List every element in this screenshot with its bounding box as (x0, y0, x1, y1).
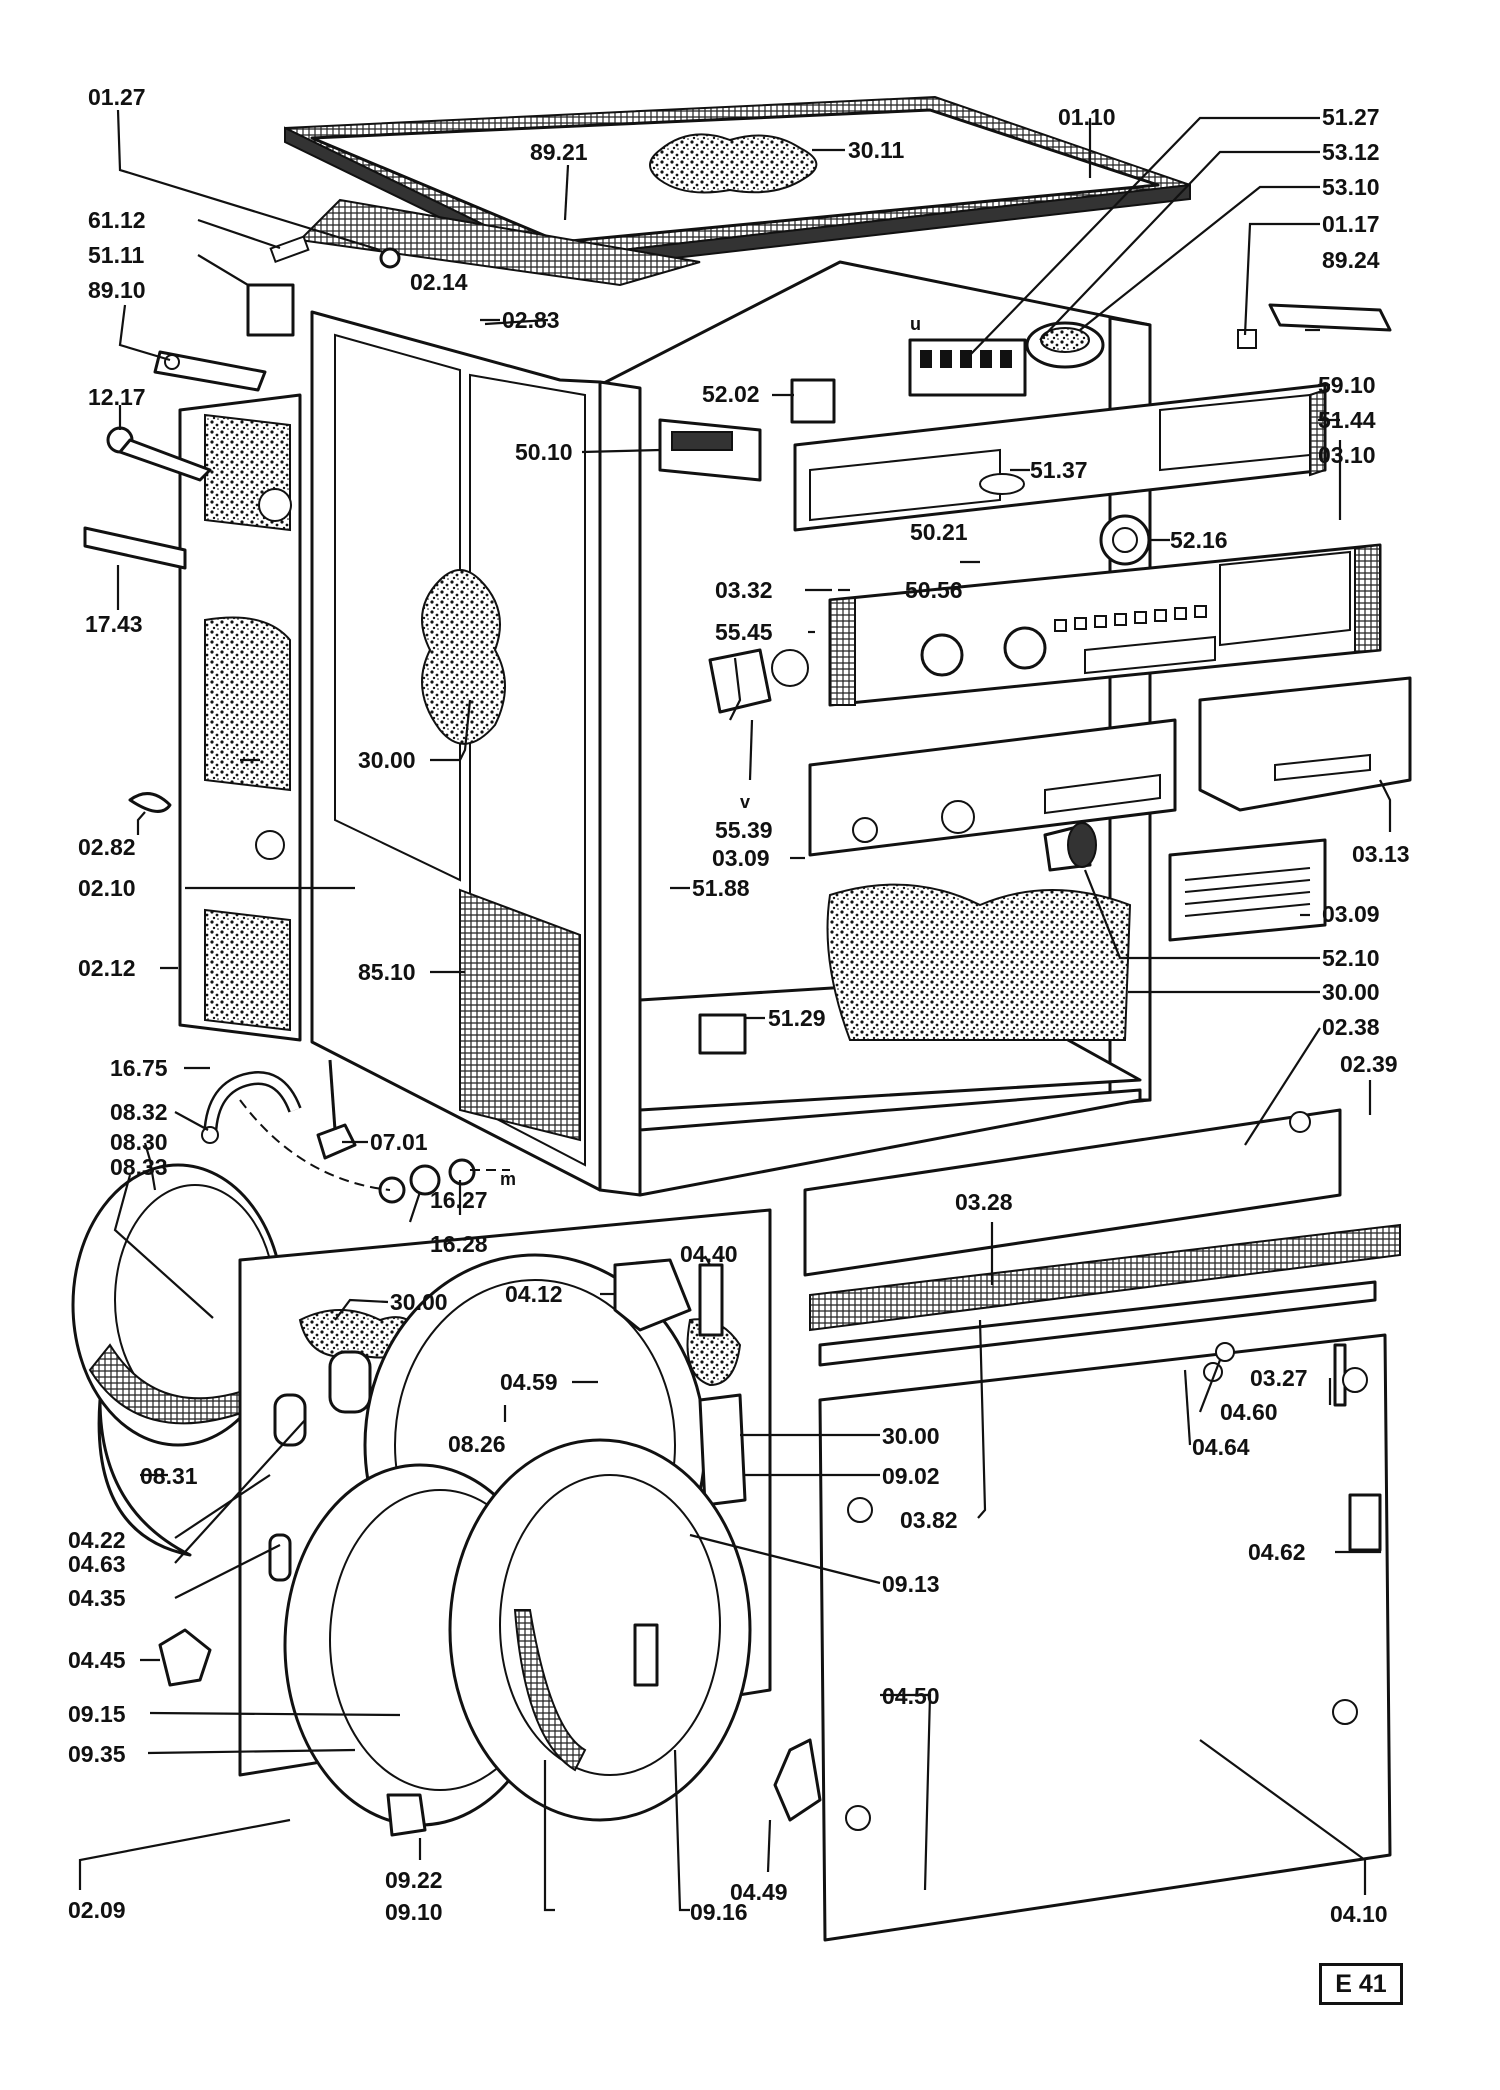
mark-u: u (910, 314, 921, 334)
callout-02-83: 02.83 (502, 307, 560, 333)
callout-02-12: 02.12 (78, 955, 136, 981)
callout-55-45: 55.45 (715, 619, 773, 645)
callout-09-02: 09.02 (882, 1463, 940, 1489)
callout-53-10: 53.10 (1322, 174, 1380, 200)
callout-59-10: 59.10 (1318, 372, 1376, 398)
callout-04-22: 04.22 (68, 1527, 126, 1553)
callout-89-10: 89.10 (88, 277, 146, 303)
callout-08-32: 08.32 (110, 1099, 168, 1125)
callout-55-39: 55.39 (715, 817, 773, 843)
callout-85-10: 85.10 (358, 959, 416, 985)
callout-09-16: 09.16 (690, 1899, 748, 1925)
callout-09-22: 09.22 (385, 1867, 443, 1893)
callout-50-10: 50.10 (515, 439, 573, 465)
callout-labels: 01.27 01.10 51.27 89.21 30.11 53.12 53.1… (68, 84, 1410, 1927)
leader-lines (78, 109, 1392, 1912)
callout-01-17: 01.17 (1322, 211, 1380, 237)
callout-04-60: 04.60 (1220, 1399, 1278, 1425)
callout-16-75: 16.75 (110, 1055, 168, 1081)
callout-08-26: 08.26 (448, 1431, 506, 1457)
callout-16-28: 16.28 (430, 1231, 488, 1257)
front-panel-assembly (71, 1163, 822, 1837)
callout-02-82: 02.82 (78, 834, 136, 860)
trim-strip (809, 1223, 1401, 1332)
callout-08-30: 08.30 (110, 1129, 168, 1155)
callout-52-10: 52.10 (1322, 945, 1380, 971)
callout-51-29: 51.29 (768, 1005, 826, 1031)
callout-52-16: 52.16 (1170, 527, 1228, 553)
callout-04-40: 04.40 (680, 1241, 738, 1267)
callout-03-82: 03.82 (900, 1507, 958, 1533)
callout-04-45: 04.45 (68, 1647, 126, 1673)
callout-03-09-fascia: 03.09 (712, 845, 770, 871)
control-assembly (658, 303, 1412, 1055)
callout-53-12: 53.12 (1322, 139, 1380, 165)
callout-61-12: 61.12 (88, 207, 146, 233)
callout-89-21: 89.21 (530, 139, 588, 165)
callout-04-10: 04.10 (1330, 1901, 1388, 1927)
right-panels (803, 1108, 1401, 1942)
callout-02-09: 02.09 (68, 1897, 126, 1923)
callout-07-01: 07.01 (370, 1129, 428, 1155)
callout-04-50: 04.50 (882, 1683, 940, 1709)
callout-04-35: 04.35 (68, 1585, 126, 1611)
callout-30-00-front: 30.00 (390, 1289, 448, 1315)
callout-50-21: 50.21 (910, 519, 968, 545)
callout-01-27: 01.27 (88, 84, 146, 110)
callout-51-37: 51.37 (1030, 457, 1088, 483)
callout-30-00-lock: 30.00 (882, 1423, 940, 1449)
callout-51-27: 51.27 (1322, 104, 1380, 130)
page-code-badge: E 41 (1319, 1963, 1403, 2005)
callout-02-14: 02.14 (410, 269, 468, 295)
callout-03-27: 03.27 (1250, 1365, 1308, 1391)
callout-04-49: 04.49 (730, 1879, 788, 1905)
callout-02-39: 02.39 (1340, 1051, 1398, 1077)
callout-09-15: 09.15 (68, 1701, 126, 1727)
callout-08-33: 08.33 (110, 1154, 168, 1180)
side-grille (459, 888, 581, 1142)
small-parts-left (83, 235, 510, 1204)
callout-52-02: 52.02 (702, 381, 760, 407)
callout-01-10: 01.10 (1058, 104, 1116, 130)
callout-04-12: 04.12 (505, 1281, 563, 1307)
callout-30-00-bottom: 30.00 (1322, 979, 1380, 1005)
foam-side-insulation (421, 569, 506, 745)
lid-insulation (297, 198, 701, 287)
callout-02-38: 02.38 (1322, 1014, 1380, 1040)
callout-04-64: 04.64 (1192, 1434, 1250, 1460)
callout-09-35: 09.35 (68, 1741, 126, 1767)
upper-kick-plate (803, 1108, 1342, 1277)
callout-02-10: 02.10 (78, 875, 136, 901)
callout-51-11: 51.11 (88, 242, 144, 268)
side-cover-panel (818, 1333, 1392, 1942)
callout-04-59: 04.59 (500, 1369, 558, 1395)
callout-89-24: 89.24 (1322, 247, 1380, 273)
foam-pad-top (649, 133, 818, 194)
callout-30-00-side: 30.00 (358, 747, 416, 773)
callout-50-56: 50.56 (905, 577, 963, 603)
callout-51-88: 51.88 (692, 875, 750, 901)
callout-04-62: 04.62 (1248, 1539, 1306, 1565)
callout-16-27: 16.27 (430, 1187, 488, 1213)
mark-m: m (500, 1169, 516, 1189)
callout-30-11: 30.11 (848, 137, 904, 163)
callout-03-28: 03.28 (955, 1189, 1013, 1215)
callout-03-13: 03.13 (1352, 841, 1410, 867)
callout-09-13: 09.13 (882, 1571, 940, 1597)
callout-04-63: 04.63 (68, 1551, 126, 1577)
callout-17-43: 17.43 (85, 611, 143, 637)
cabinet-body (178, 260, 1152, 1197)
top-lid (284, 95, 1191, 287)
mark-v: v (740, 792, 750, 812)
callout-03-32: 03.32 (715, 577, 773, 603)
callout-03-10: 03.10 (1318, 442, 1376, 468)
callout-03-09-card: 03.09 (1322, 901, 1380, 927)
callout-12-17: 12.17 (88, 384, 146, 410)
callout-08-31: 08.31 (140, 1463, 198, 1489)
callout-09-10: 09.10 (385, 1899, 443, 1925)
callout-51-44: 51.44 (1318, 407, 1376, 433)
